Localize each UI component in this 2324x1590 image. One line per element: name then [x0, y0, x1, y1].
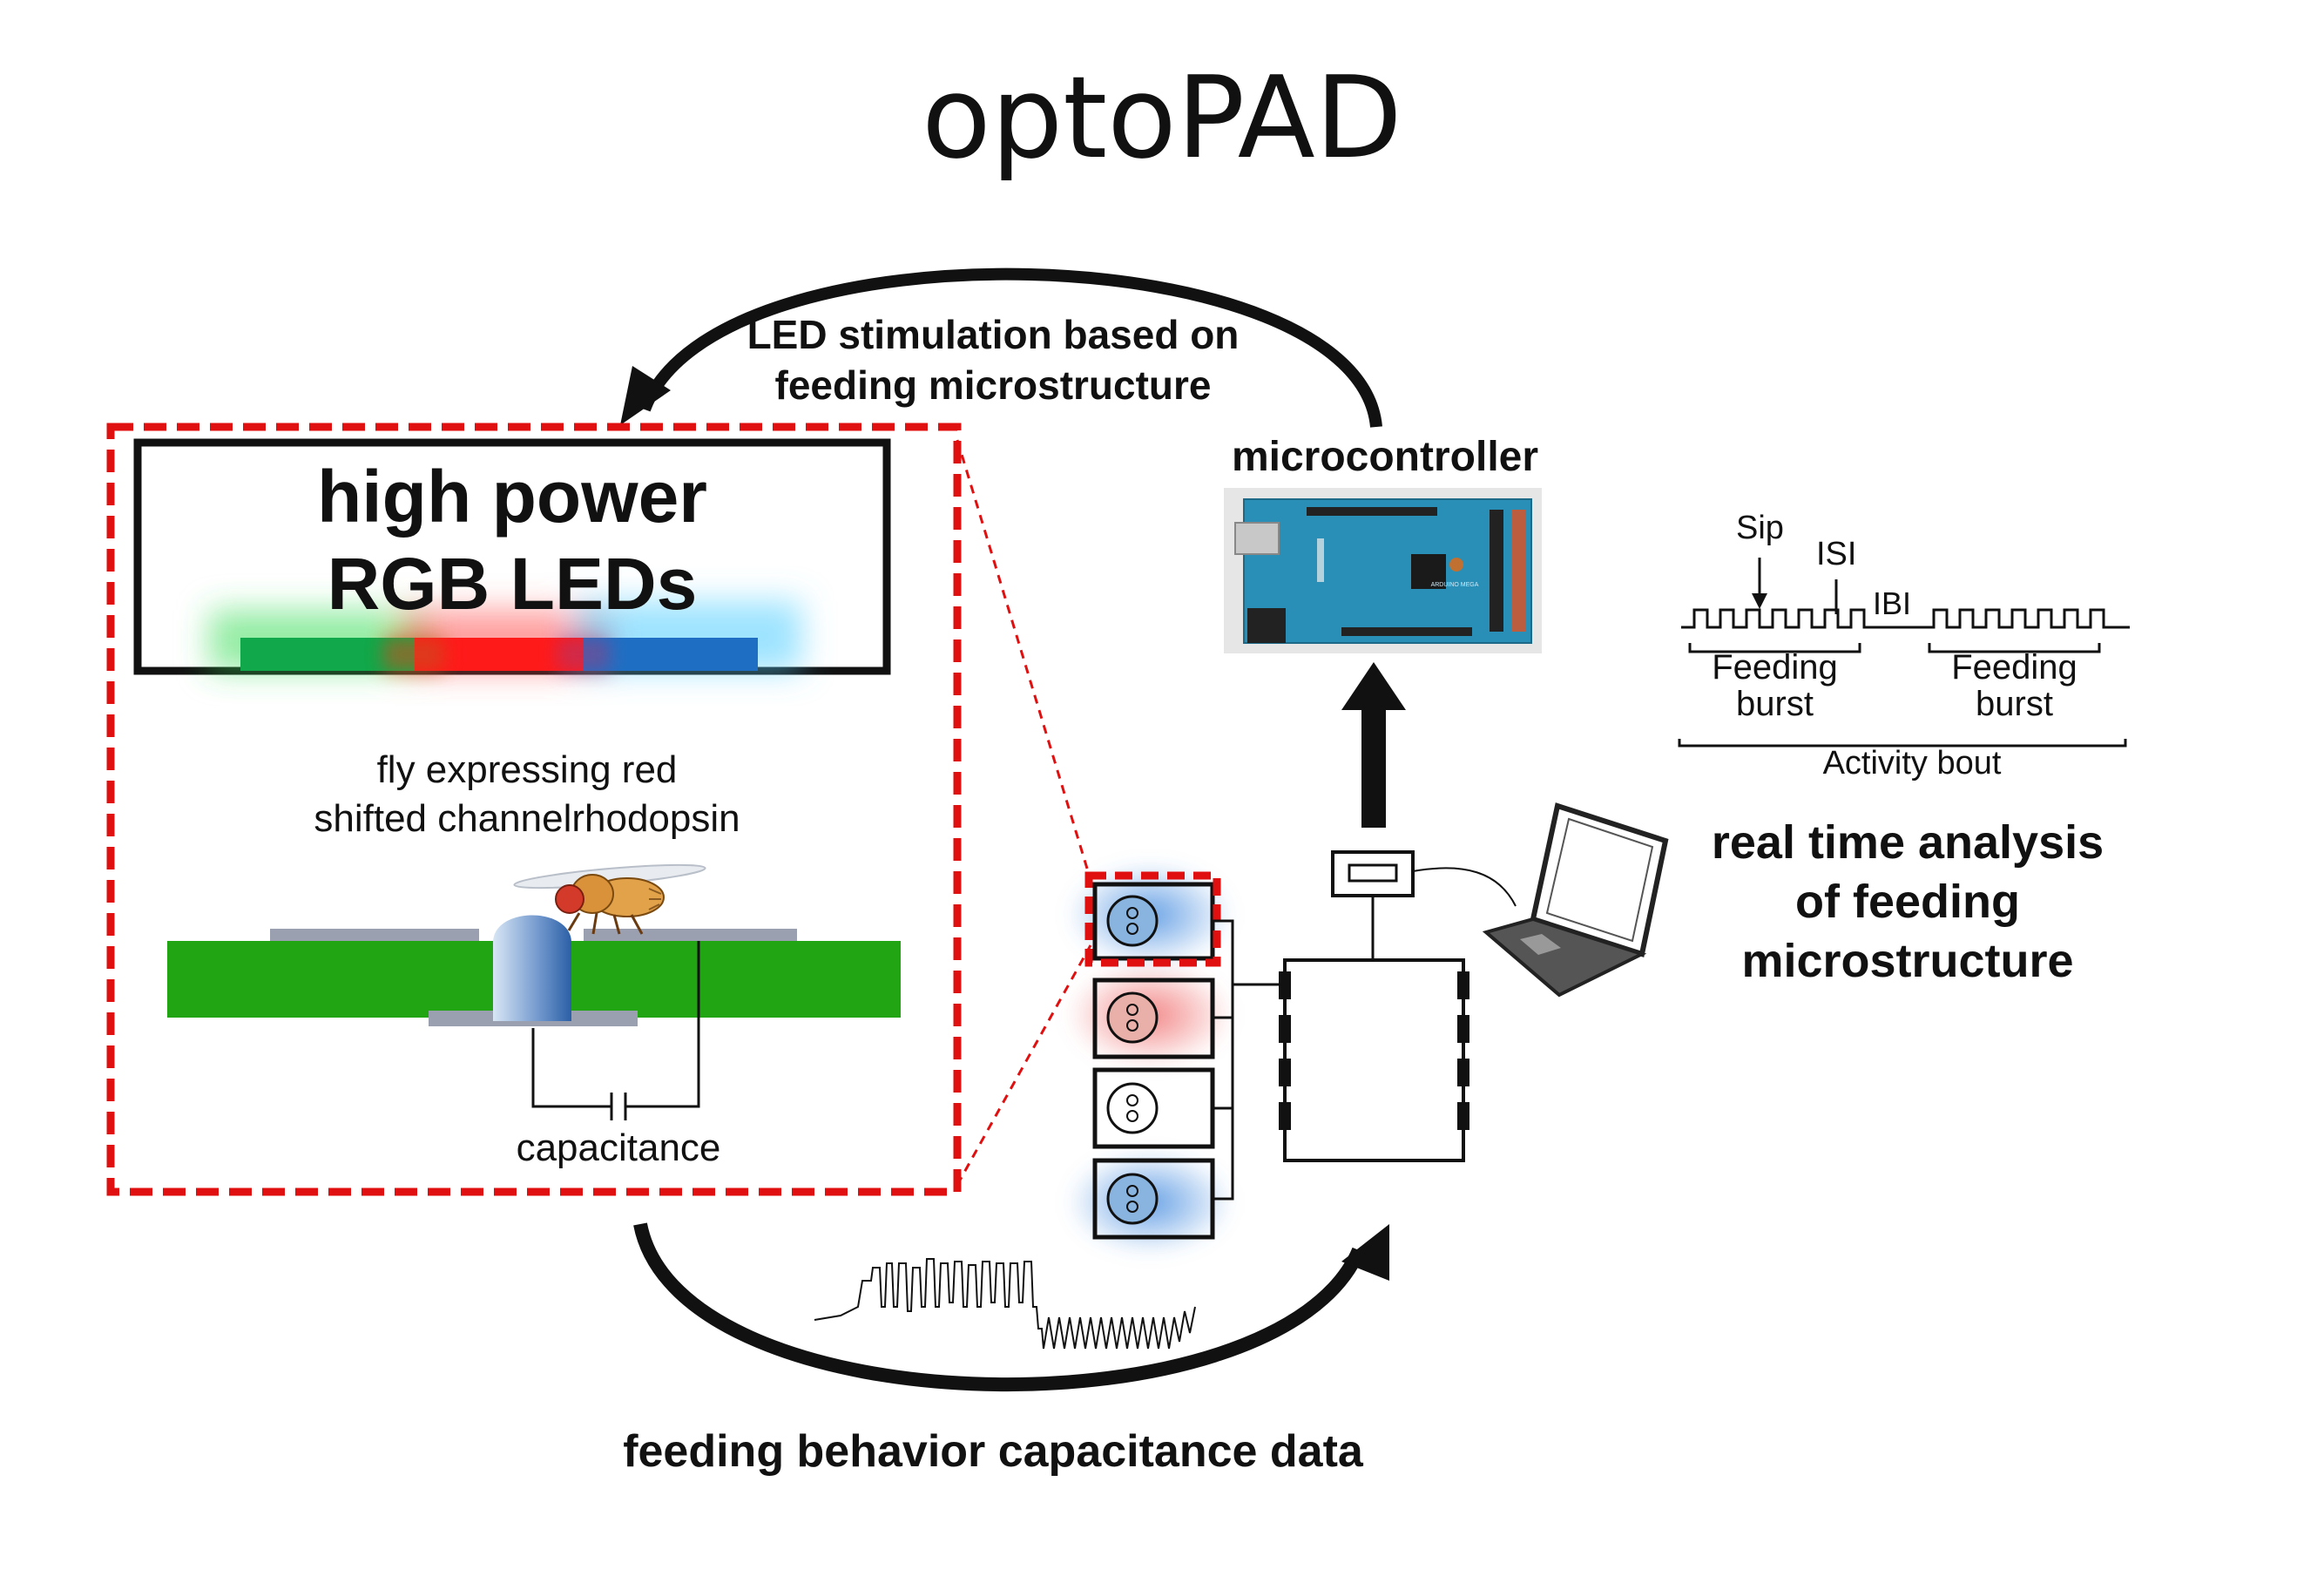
analysis-label-line-2: of feeding [1795, 876, 2020, 928]
ibi-label: IBI [1873, 585, 1912, 621]
burst-2-label-line-2: burst [1976, 685, 2053, 723]
analysis-label-line-3: microstructure [1741, 935, 2074, 987]
capacitance-label: capacitance [516, 1127, 721, 1169]
bottom-label: feeding behavior capacitance data [623, 1426, 1363, 1477]
led-box-title-line-2: RGB LEDs [327, 543, 698, 625]
led-box-title-line-1: high power [317, 456, 707, 538]
top-arrow-label-line-2: feeding microstructure [774, 362, 1212, 408]
zoom-box [106, 423, 962, 1196]
analysis-label-line-1: real time analysis [1711, 816, 2104, 869]
arduino-board [1224, 488, 1542, 653]
electrode-top-left [270, 929, 479, 943]
led-blue [584, 638, 758, 671]
laptop-icon [1482, 802, 1669, 998]
capacitance-circuit [531, 941, 700, 1120]
channel-4 [1092, 1158, 1215, 1240]
burst-1-label-line-2: burst [1736, 685, 1814, 723]
fly-label-line-2: shifted channelrhodopsin [314, 797, 740, 840]
microcontroller-label: microcontroller [1231, 434, 1539, 480]
fly-illustration [513, 863, 706, 935]
board-text-1: ARDUINO MEGA [1430, 582, 1479, 588]
fly-label-line-1: fly expressing red [376, 748, 678, 791]
electrode-top-right [584, 929, 797, 943]
channel-3 [1092, 1067, 1215, 1149]
activity-bout-label: Activity bout [1822, 745, 2002, 781]
board-connectors [1279, 971, 1469, 1130]
zoom-line-top [956, 439, 1092, 881]
bottom-arrow-head [1341, 1224, 1389, 1281]
capacitance-trace [814, 1258, 1196, 1350]
laptop-cable [1412, 867, 1517, 907]
burst-1-label-line-1: Feeding [1712, 648, 1838, 687]
diagram-title: optoPAD [922, 51, 1402, 184]
acquisition-board [1283, 958, 1465, 1162]
channel-wiring [1213, 919, 1285, 1201]
food-drop [493, 915, 571, 1021]
up-arrow-head [1341, 662, 1406, 710]
bottom-feedback-arrow [633, 1222, 1366, 1392]
isi-label: ISI [1816, 536, 1857, 572]
sip-label: Sip [1736, 510, 1784, 546]
top-arrow-label-line-1: LED stimulation based on [747, 312, 1240, 357]
burst-2-label-line-1: Feeding [1951, 648, 2077, 687]
up-arrow-shaft [1361, 706, 1386, 828]
top-feedback-arrow [638, 267, 1382, 428]
selected-channel-highlight [1084, 871, 1221, 967]
microstructure-trace [1678, 558, 2130, 748]
top-arrow-head [620, 366, 671, 425]
